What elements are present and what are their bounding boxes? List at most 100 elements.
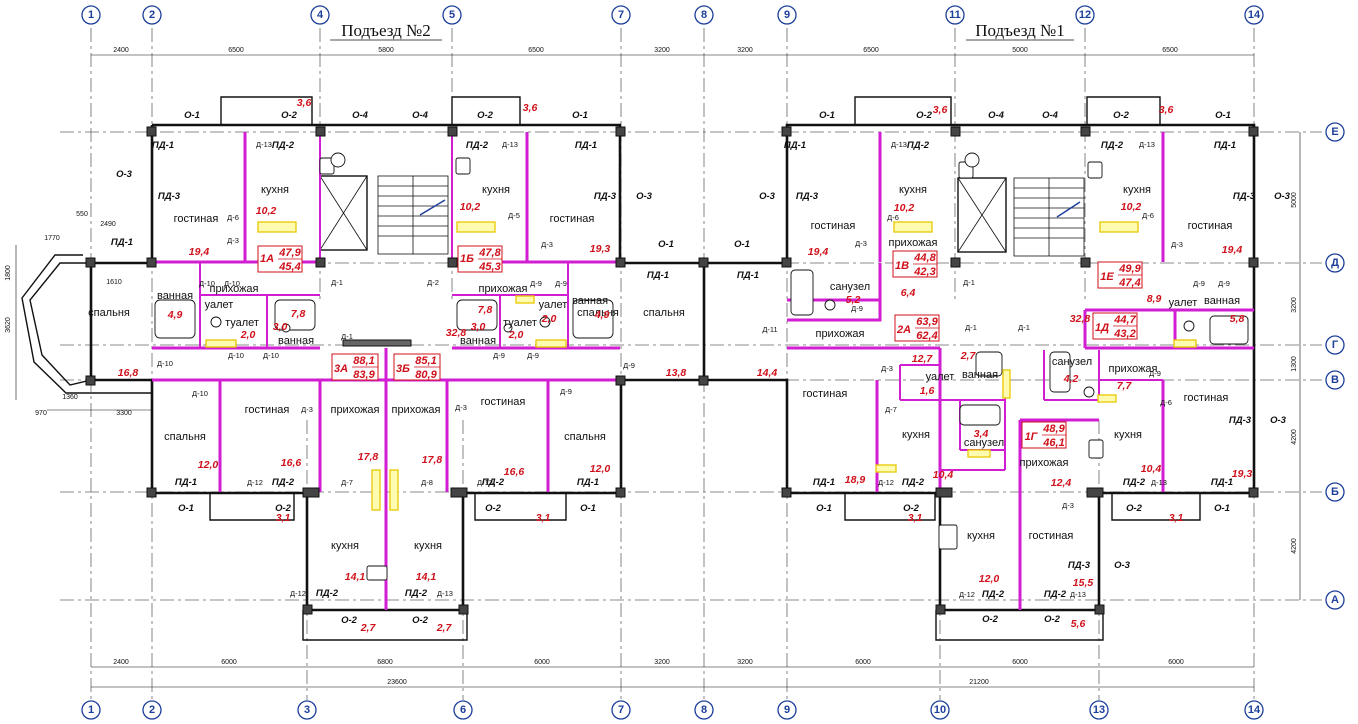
room-label-living: гостиная — [803, 388, 848, 400]
room-label-kitchen: кухня — [331, 540, 359, 552]
door-label: Д-9 — [555, 279, 567, 288]
window-label: О-3 — [1274, 191, 1291, 202]
area-label: 12,0 — [979, 573, 1000, 585]
axis-markers-right: Е Д Г В Б А — [1325, 122, 1345, 610]
door-label: Д-3 — [855, 239, 867, 248]
dim-label: 6000 — [855, 659, 871, 666]
door-label: Д-13 — [1070, 590, 1086, 599]
door-label: Д-6 — [227, 213, 239, 222]
area-label: 1,6 — [920, 385, 935, 397]
room-label-kitchen: кухня — [1123, 184, 1151, 196]
dim-label: 23600 — [387, 679, 407, 686]
flat-badges: 1A 47,9 45,4 1Б 47,8 45,3 3A 88,1 83,9 3… — [257, 245, 1143, 449]
window-marks: О-1 О-2 О-4 О-4 О-2 О-1 О-1 О-2 О-4 О-4 … — [111, 110, 1291, 626]
door-label: Д-6 — [1160, 398, 1172, 407]
door-label: Д-1 — [965, 323, 977, 332]
window-label: О-1 — [734, 239, 750, 250]
door-label: Д-9 — [493, 351, 505, 360]
axis-label: 10 — [934, 704, 946, 716]
right-block-walls — [704, 96, 1256, 641]
dim-label: 6000 — [221, 659, 237, 666]
door-label: Д-5 — [508, 211, 520, 220]
axis-label: А — [1331, 594, 1339, 606]
room-label-living: гостиная — [1184, 392, 1229, 404]
door-label: Д-9 — [1193, 279, 1205, 288]
window-label: О-1 — [178, 503, 194, 514]
door-marks: Д-13 Д-13 Д-13 Д-13 Д-6 Д-5 Д-6 Д-6 Д-3 … — [157, 140, 1230, 599]
axis-label: 8 — [701, 704, 707, 716]
area-label: 14,1 — [416, 571, 437, 583]
axis-label: Е — [1331, 126, 1338, 138]
flat-area-living: 80,9 — [415, 369, 437, 381]
axis-label: 11 — [949, 9, 961, 21]
left-partitions — [152, 132, 620, 610]
door-label: Д-9 — [1218, 279, 1230, 288]
area-label: 3,6 — [297, 97, 312, 109]
door-label: Д-10 — [157, 359, 173, 368]
area-label: 8,9 — [1147, 293, 1162, 305]
room-label-bedroom: спальня — [577, 307, 619, 319]
dimension-right: 5000 3200 1300 4200 4200 — [1291, 132, 1301, 600]
area-label: 4,2 — [1063, 373, 1079, 385]
entrance-1-title: Подъезд №1 — [975, 21, 1065, 40]
room-label-kitchen: кухня — [261, 184, 289, 196]
area-label: 3,0 — [471, 321, 486, 333]
area-label: 16,8 — [118, 367, 139, 379]
room-label-bath: ванная — [278, 335, 314, 347]
window-label: О-1 — [658, 239, 674, 250]
window-label: ПД-3 — [796, 191, 819, 202]
entrance-2-title: Подъезд №2 — [341, 21, 431, 40]
room-label-hall: прихожая — [888, 237, 937, 249]
door-label: Д-10 — [263, 351, 279, 360]
axis-label: 1 — [88, 9, 94, 21]
flat-area-living: 45,3 — [478, 261, 500, 273]
window-label: ПД-3 — [1229, 415, 1252, 426]
flat-area-total: 47,8 — [478, 247, 501, 259]
area-label: 19,4 — [808, 246, 829, 258]
axis-label: 2 — [149, 9, 155, 21]
axis-label: 1 — [88, 704, 94, 716]
area-label: 19,3 — [1232, 468, 1253, 480]
area-label: 10,2 — [894, 202, 915, 214]
dimension-left: 550 2490 1770 1610 1800 3620 1360 3300 9… — [5, 211, 152, 417]
window-label: ПД-2 — [902, 477, 925, 488]
area-label: 32,8 — [1070, 313, 1091, 325]
door-label: Д-7 — [341, 478, 353, 487]
axis-label: 4 — [317, 9, 324, 21]
door-label: Д-10 — [228, 351, 244, 360]
dim-label: 1300 — [1291, 356, 1298, 372]
room-label-hall: прихожая — [330, 404, 379, 416]
window-label: О-2 — [485, 503, 502, 514]
window-label: ПД-2 — [272, 477, 295, 488]
area-label: 4,9 — [594, 309, 610, 321]
window-label: ПД-3 — [594, 191, 617, 202]
dim-label: 21200 — [969, 679, 989, 686]
area-label: 17,8 — [422, 454, 443, 466]
window-label: О-4 — [988, 110, 1005, 121]
flat-id: 1В — [895, 260, 909, 272]
window-label: О-2 — [341, 615, 358, 626]
dim-label: 5000 — [1012, 47, 1028, 54]
room-label-bath: ванная — [460, 335, 496, 347]
door-label: Д-13 — [891, 140, 907, 149]
room-label-hall: прихожая — [478, 283, 527, 295]
dim-label: 1610 — [106, 279, 122, 286]
axis-label: 2 — [149, 704, 155, 716]
right-partitions — [787, 132, 1254, 610]
window-label: О-2 — [275, 503, 292, 514]
axis-label: 14 — [1248, 9, 1261, 21]
door-label: Д-3 — [1062, 501, 1074, 510]
columns — [85, 126, 1259, 615]
window-label: ПД-1 — [737, 270, 759, 281]
dim-label: 3200 — [654, 47, 670, 54]
room-label-living: гостиная — [811, 220, 856, 232]
flat-area-living: 45,4 — [278, 261, 300, 273]
door-label: Д-8 — [421, 478, 433, 487]
room-label-bath: ванная — [157, 290, 193, 302]
dim-label: 3200 — [737, 47, 753, 54]
room-label-sanuzel: санузел — [1052, 356, 1092, 368]
room-label-living: гостиная — [550, 213, 595, 225]
window-label: ПД-2 — [316, 588, 339, 599]
door-label: Д-13 — [502, 140, 518, 149]
room-label-living: гостиная — [1188, 220, 1233, 232]
